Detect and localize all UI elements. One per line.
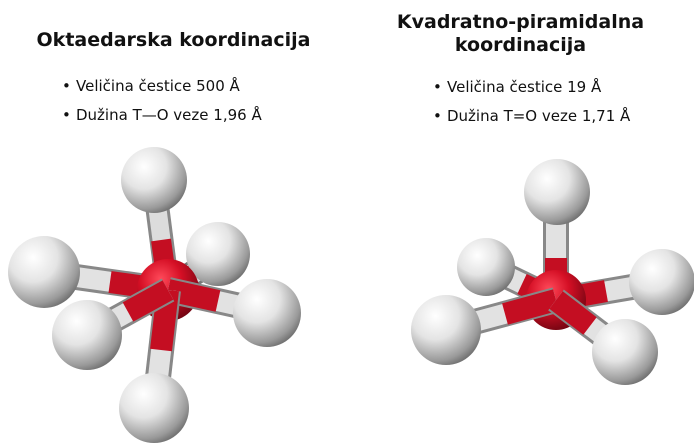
oxygen-atom (121, 147, 187, 213)
property-item: • Dužina T—O veze 1,96 Å (62, 106, 262, 124)
octahedral-panel: Oktaedarska koordinacija • Veličina česti… (36, 29, 311, 135)
bullet-icon: • (433, 78, 442, 96)
property-item: • Veličina čestice 500 Å (62, 77, 262, 95)
oxygen-atom (411, 295, 481, 365)
square-pyramidal-molecule (411, 159, 694, 385)
oxygen-atom (186, 222, 250, 286)
oxygen-atom (8, 236, 80, 308)
property-text: Dužina T=O veze 1,71 Å (447, 107, 631, 125)
square-pyramidal-title: Kvadratno-piramidalna koordinacija (396, 11, 645, 56)
bullet-icon: • (62, 106, 71, 124)
oxygen-atom (524, 159, 590, 225)
oxygen-atom (233, 279, 301, 347)
property-item: • Veličina čestice 19 Å (433, 78, 630, 96)
oxygen-atom (629, 249, 694, 315)
bullet-icon: • (433, 107, 442, 125)
bullet-icon: • (62, 77, 71, 95)
square-pyramidal-panel: Kvadratno-piramidalna koordinacija • Veli… (347, 0, 694, 444)
square-pyramidal-properties: • Veličina čestice 19 Å • Dužina T=O veze … (433, 78, 630, 136)
oxygen-atom (457, 238, 515, 296)
property-text: Veličina čestice 500 Å (76, 77, 240, 95)
octahedral-properties: • Veličina čestice 500 Å • Dužina T—O veze… (62, 77, 262, 135)
property-text: Dužina T—O veze 1,96 Å (76, 106, 262, 124)
octahedral-title: Oktaedarska koordinacija (36, 29, 311, 51)
oxygen-atom (119, 373, 189, 443)
oxygen-atom (52, 300, 122, 370)
property-item: • Dužina T=O veze 1,71 Å (433, 107, 630, 125)
property-text: Veličina čestice 19 Å (447, 78, 602, 96)
oxygen-atom (592, 319, 658, 385)
octahedral-molecule (8, 147, 301, 443)
